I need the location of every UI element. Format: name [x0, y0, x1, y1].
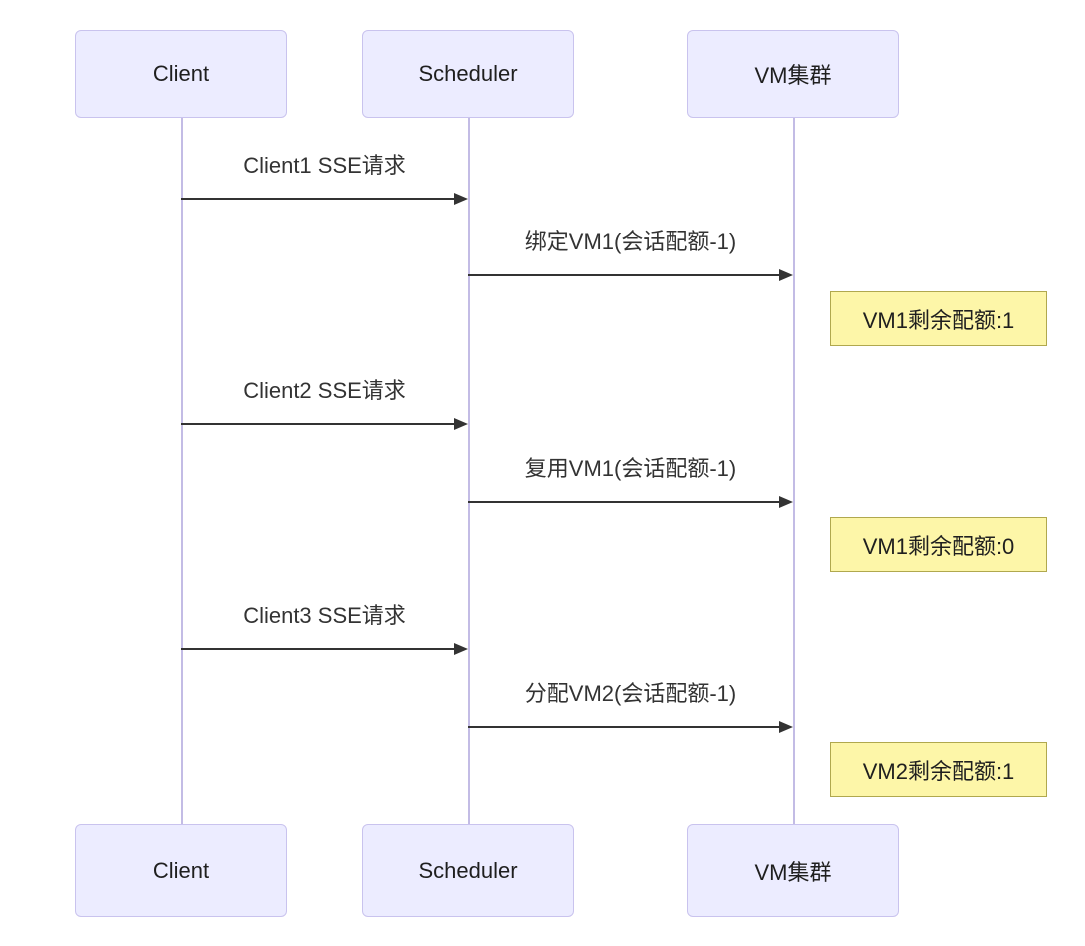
arrowhead-icon [779, 721, 793, 733]
note-box: VM1剩余配额:1 [830, 291, 1047, 346]
actor-box-client-bottom: Client [75, 824, 287, 917]
message-arrow [181, 418, 468, 430]
message-arrow [468, 496, 793, 508]
actor-label: Scheduler [418, 857, 518, 883]
actor-label: VM集群 [754, 859, 832, 885]
actor-label: VM集群 [754, 63, 832, 88]
actor-box-scheduler-bottom: Scheduler [362, 824, 574, 917]
message-label: 分配VM2(会话配额-1) [524, 681, 737, 706]
lifeline-vm-cluster [793, 118, 795, 824]
arrowhead-icon [779, 269, 793, 281]
message-label: 绑定VM1(会话配额-1) [524, 229, 737, 254]
arrowhead-icon [454, 643, 468, 655]
message-label: Client2 SSE请求 [243, 378, 406, 403]
actor-label: Client [152, 61, 210, 86]
message-arrow [181, 193, 468, 205]
lifeline-client [181, 118, 183, 824]
arrowhead-icon [454, 418, 468, 430]
note-box: VM1剩余配额:0 [830, 517, 1047, 572]
lifeline-scheduler [468, 118, 470, 824]
message-label: 复用VM1(会话配额-1) [524, 456, 737, 481]
actor-label: Client [152, 857, 210, 883]
actor-box-scheduler-top: Scheduler [362, 30, 574, 118]
arrowhead-icon [779, 496, 793, 508]
actor-box-vm-cluster-top: VM集群 [687, 30, 899, 118]
message-arrow [468, 721, 793, 733]
actor-box-vm-cluster-bottom: VM集群 [687, 824, 899, 917]
message-label: Client3 SSE请求 [243, 603, 406, 628]
actor-box-client-top: Client [75, 30, 287, 118]
actor-label: Scheduler [418, 61, 518, 86]
message-arrow [181, 643, 468, 655]
message-label: Client1 SSE请求 [243, 153, 406, 178]
message-arrow [468, 269, 793, 281]
note-box: VM2剩余配额:1 [830, 742, 1047, 797]
arrowhead-icon [454, 193, 468, 205]
